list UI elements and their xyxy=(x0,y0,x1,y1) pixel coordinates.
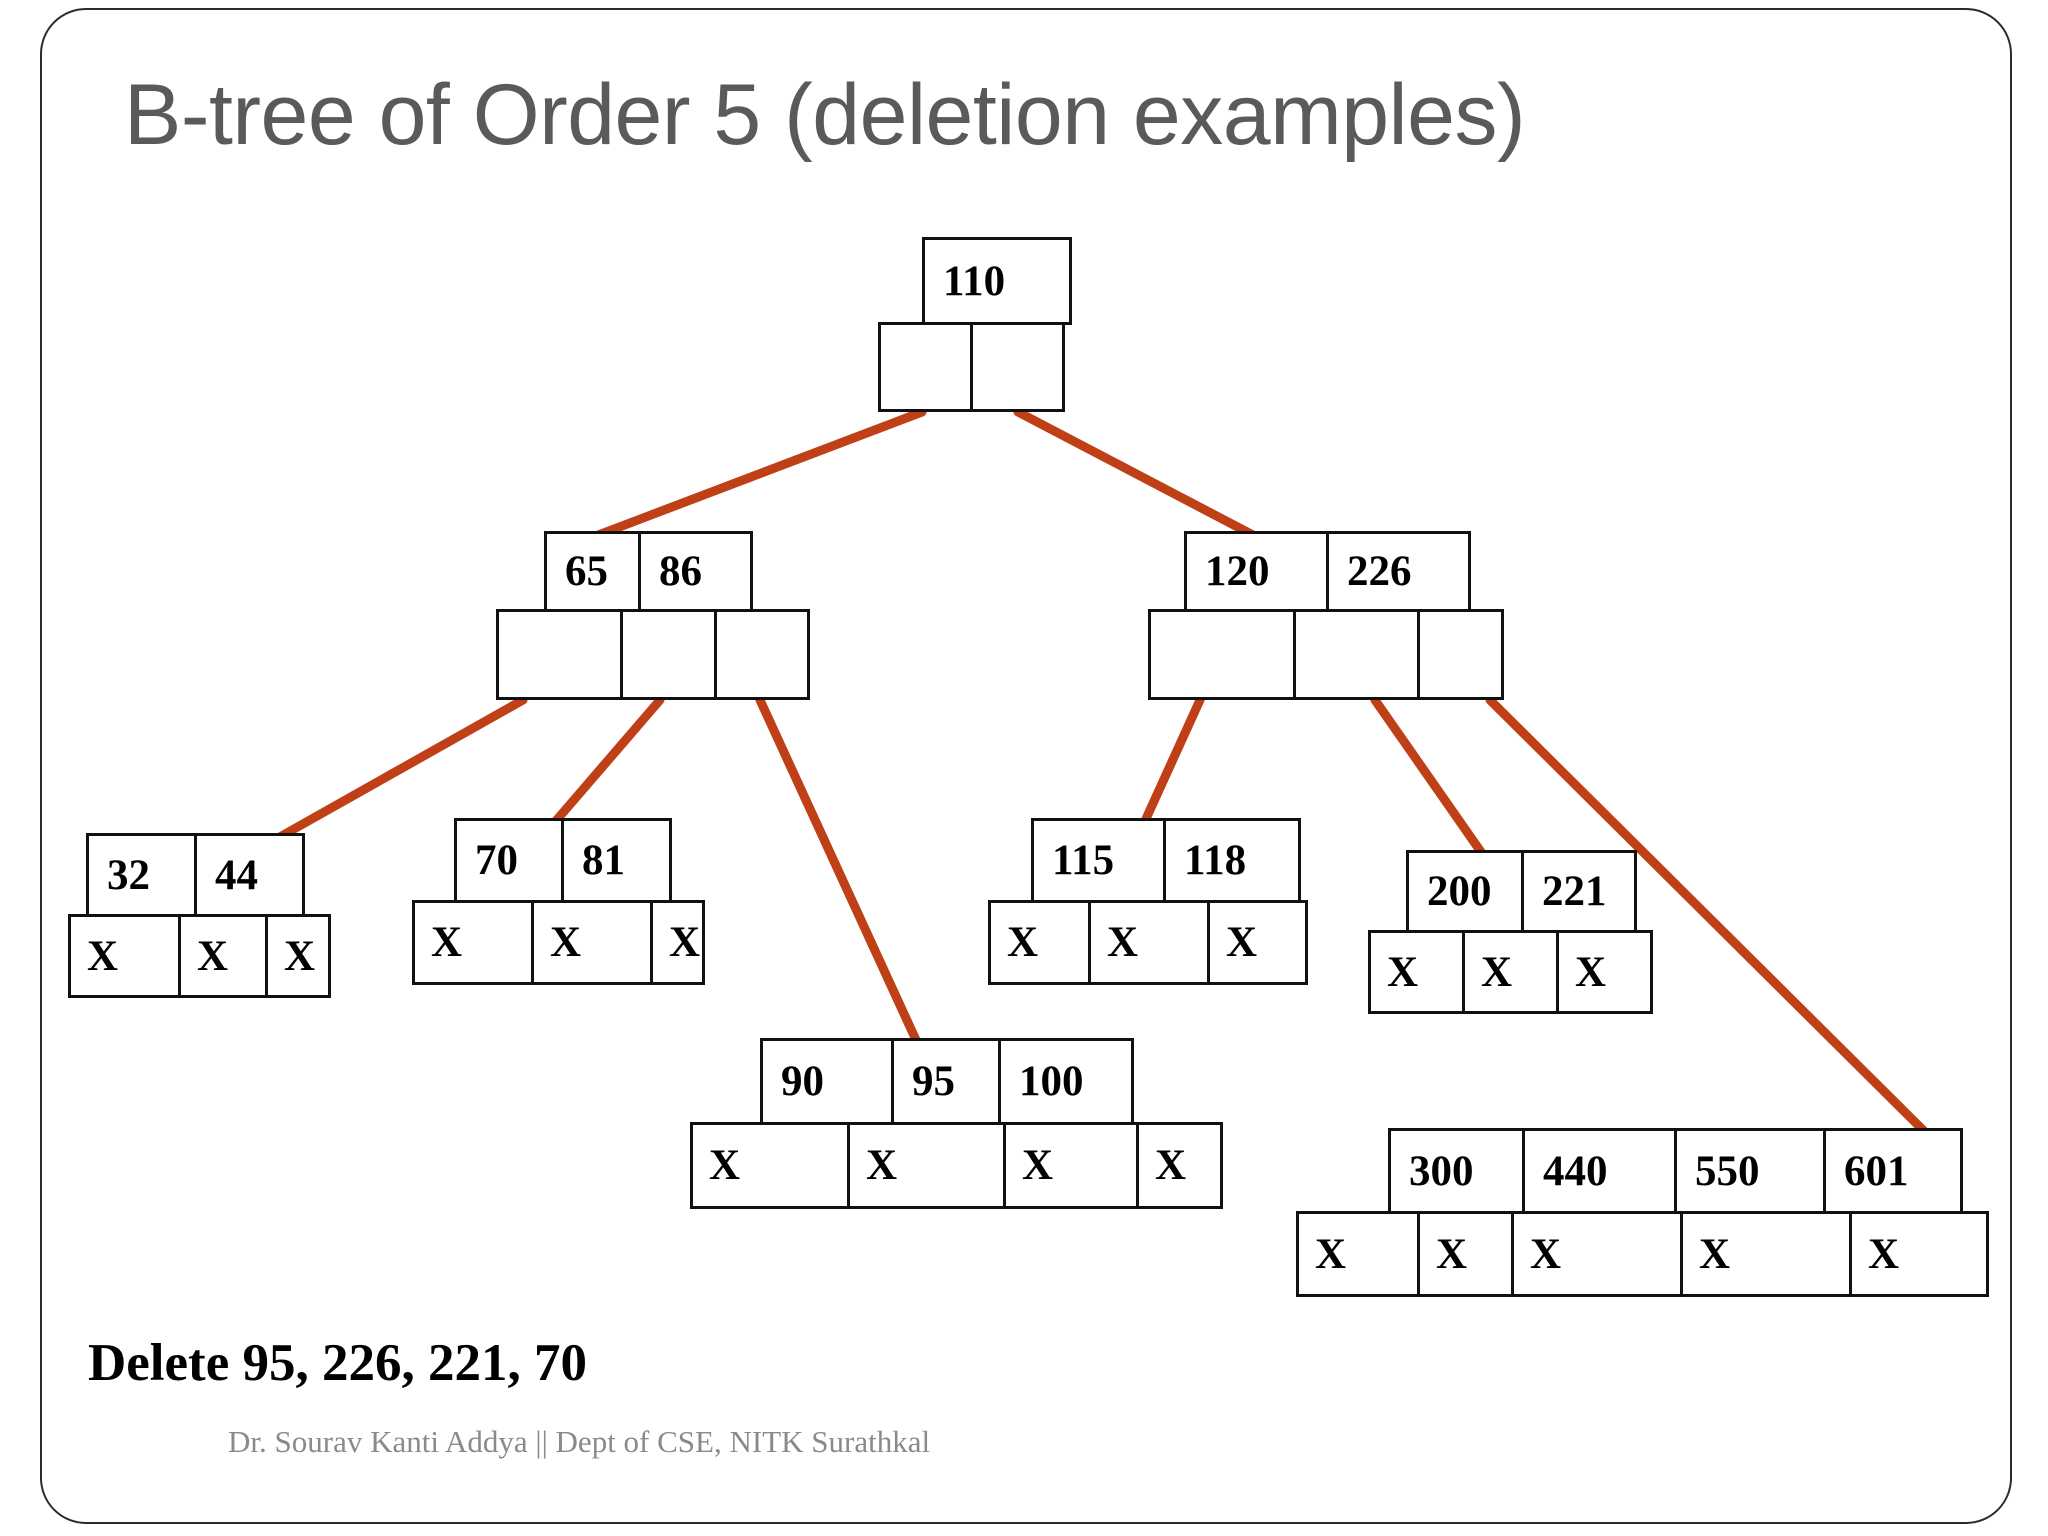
pointer-cell[interactable]: X xyxy=(1296,1211,1420,1297)
key-cell[interactable]: 440 xyxy=(1522,1128,1677,1214)
attribution-label: Dr. Sourav Kanti Addya || Dept of CSE, N… xyxy=(228,1424,931,1459)
pointer-cell[interactable]: X xyxy=(1088,900,1210,985)
node-key-row: 110 xyxy=(922,237,1072,325)
node-key-row: 300 440 550 601 xyxy=(1388,1128,1963,1214)
delete-operation-label: Delete 95, 226, 221, 70 xyxy=(88,1334,587,1392)
pointer-cell[interactable]: X xyxy=(265,914,331,998)
node-pointer-row: X X X X X xyxy=(1296,1211,1989,1297)
key-cell[interactable]: 226 xyxy=(1326,531,1471,612)
key-cell[interactable]: 95 xyxy=(891,1038,1001,1125)
pointer-cell[interactable] xyxy=(970,322,1065,412)
pointer-cell[interactable]: X xyxy=(1136,1122,1223,1209)
edge-internal-right-to-leaf-300-440-550-601 xyxy=(1485,695,1933,1140)
pointer-cell[interactable]: X xyxy=(988,900,1091,985)
node-key-row: 32 44 xyxy=(86,833,305,917)
pointer-cell[interactable]: X xyxy=(178,914,268,998)
node-pointer-row: X X X xyxy=(412,900,705,985)
key-cell[interactable]: 90 xyxy=(760,1038,894,1125)
edge-internal-left-to-leaf-90-95-100 xyxy=(755,695,921,1045)
edge-root-to-internal-right xyxy=(1013,407,1277,550)
node-key-row: 120 226 xyxy=(1184,531,1471,612)
pointer-cell[interactable]: X xyxy=(1849,1211,1989,1297)
key-cell[interactable]: 32 xyxy=(86,833,197,917)
key-cell[interactable]: 81 xyxy=(561,818,672,903)
key-cell[interactable]: 601 xyxy=(1823,1128,1963,1214)
pointer-cell[interactable]: X xyxy=(1003,1122,1139,1209)
pointer-cell[interactable] xyxy=(878,322,973,412)
key-cell[interactable]: 118 xyxy=(1163,818,1301,903)
pointer-cell[interactable]: X xyxy=(690,1122,850,1209)
pointer-cell[interactable] xyxy=(1293,609,1420,700)
pointer-cell[interactable]: X xyxy=(847,1122,1006,1209)
pointer-cell[interactable] xyxy=(714,609,810,700)
pointer-cell[interactable]: X xyxy=(531,900,653,985)
pointer-cell[interactable]: X xyxy=(650,900,705,985)
node-key-row: 115 118 xyxy=(1031,818,1301,903)
key-cell[interactable]: 115 xyxy=(1031,818,1166,903)
pointer-cell[interactable] xyxy=(496,609,623,700)
edge-internal-right-to-leaf-200-221 xyxy=(1370,695,1493,867)
node-pointer-row: X X X X xyxy=(690,1122,1223,1209)
node-pointer-row: X X X xyxy=(988,900,1308,985)
pointer-cell[interactable] xyxy=(620,609,717,700)
key-cell[interactable]: 110 xyxy=(922,237,1072,325)
edge-internal-left-to-leaf-32-44 xyxy=(257,695,528,852)
pointer-cell[interactable]: X xyxy=(68,914,181,998)
node-pointer-row: X X X xyxy=(68,914,331,998)
node-pointer-row xyxy=(496,609,810,700)
key-cell[interactable]: 86 xyxy=(638,531,753,612)
page-title: B-tree of Order 5 (deletion examples) xyxy=(124,67,1526,163)
node-key-row: 90 95 100 xyxy=(760,1038,1134,1125)
key-cell[interactable]: 550 xyxy=(1674,1128,1826,1214)
pointer-cell[interactable]: X xyxy=(1417,1211,1514,1297)
key-cell[interactable]: 44 xyxy=(194,833,305,917)
edge-internal-left-to-leaf-70-81 xyxy=(543,695,665,835)
key-cell[interactable]: 65 xyxy=(544,531,641,612)
pointer-cell[interactable]: X xyxy=(1680,1211,1852,1297)
node-pointer-row xyxy=(878,322,1065,412)
pointer-cell[interactable]: X xyxy=(412,900,534,985)
pointer-cell[interactable]: X xyxy=(1462,930,1559,1014)
key-cell[interactable]: 120 xyxy=(1184,531,1329,612)
pointer-cell[interactable]: X xyxy=(1368,930,1465,1014)
key-cell[interactable]: 221 xyxy=(1521,850,1637,933)
key-cell[interactable]: 300 xyxy=(1388,1128,1525,1214)
node-pointer-row: X X X xyxy=(1368,930,1653,1014)
pointer-cell[interactable]: X xyxy=(1511,1211,1683,1297)
key-cell[interactable]: 100 xyxy=(998,1038,1134,1125)
pointer-cell[interactable]: X xyxy=(1556,930,1653,1014)
edge-root-to-internal-left xyxy=(567,407,927,550)
key-cell[interactable]: 70 xyxy=(454,818,564,903)
node-pointer-row xyxy=(1148,609,1504,700)
pointer-cell[interactable] xyxy=(1148,609,1296,700)
node-key-row: 65 86 xyxy=(544,531,753,612)
node-key-row: 70 81 xyxy=(454,818,672,903)
pointer-cell[interactable]: X xyxy=(1207,900,1308,985)
key-cell[interactable]: 200 xyxy=(1406,850,1524,933)
edge-internal-right-to-leaf-115-118 xyxy=(1135,695,1205,837)
node-key-row: 200 221 xyxy=(1406,850,1637,933)
pointer-cell[interactable] xyxy=(1417,609,1504,700)
